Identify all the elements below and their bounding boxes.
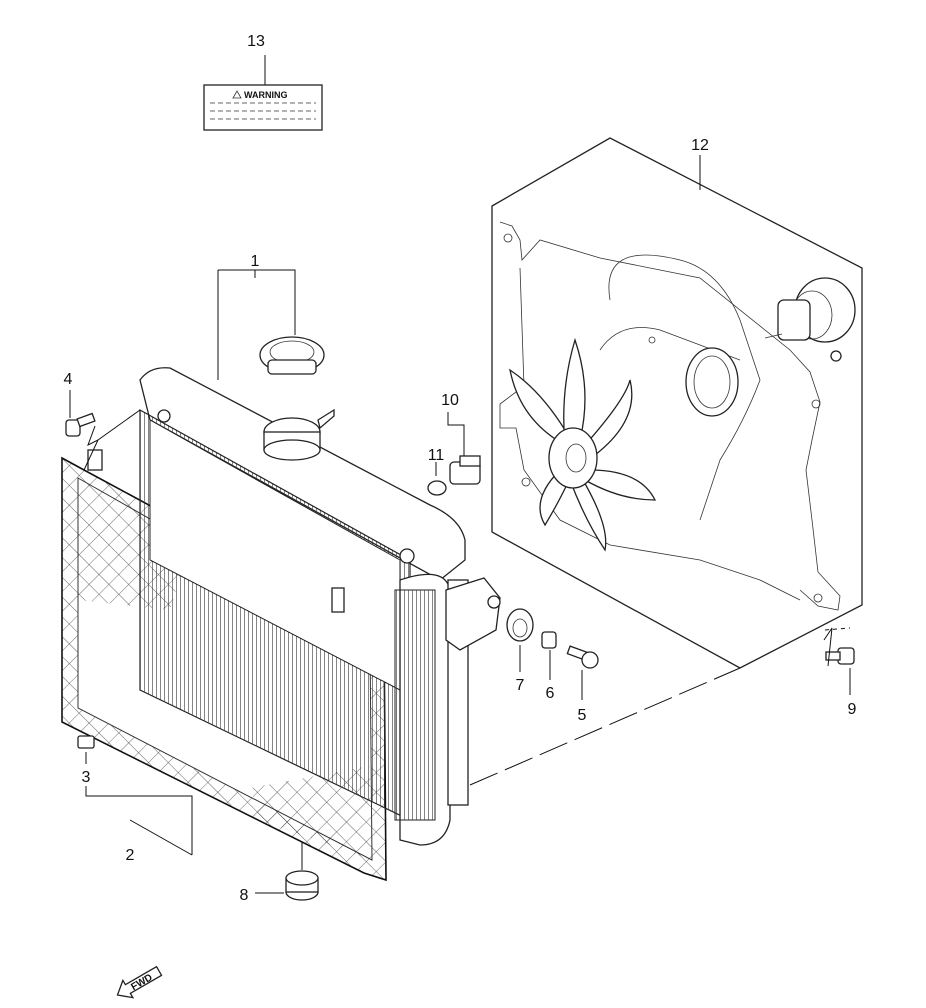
callout-13: 13 bbox=[247, 33, 265, 50]
callout-3: 3 bbox=[82, 769, 91, 786]
bolt-parts bbox=[65, 390, 855, 695]
callout-5: 5 bbox=[578, 707, 587, 724]
warning-label-part: WARNING bbox=[203, 55, 323, 131]
callout-10: 10 bbox=[441, 392, 459, 409]
clip-and-grommet bbox=[77, 735, 319, 901]
fan-blades bbox=[509, 337, 657, 552]
callout-9: 9 bbox=[848, 701, 857, 718]
callout-11: 11 bbox=[428, 447, 445, 464]
callout-7: 7 bbox=[516, 677, 525, 694]
thermo-switch-part bbox=[427, 412, 481, 496]
callout-8: 8 bbox=[240, 887, 249, 904]
callout-4: 4 bbox=[64, 371, 73, 388]
radiator-core bbox=[139, 367, 469, 846]
radiator-cap-part bbox=[217, 269, 335, 461]
mount-hardware bbox=[445, 577, 599, 700]
fwd-label: FWD bbox=[129, 972, 154, 993]
fan-shroud-assembly bbox=[491, 137, 863, 669]
callout-1: 1 bbox=[251, 253, 260, 270]
callout-12: 12 bbox=[691, 137, 709, 154]
warning-label-text: WARNING bbox=[244, 90, 288, 100]
callout-2: 2 bbox=[126, 847, 135, 864]
callout-6: 6 bbox=[546, 685, 555, 702]
fwd-direction-arrow: FWD bbox=[116, 965, 163, 999]
